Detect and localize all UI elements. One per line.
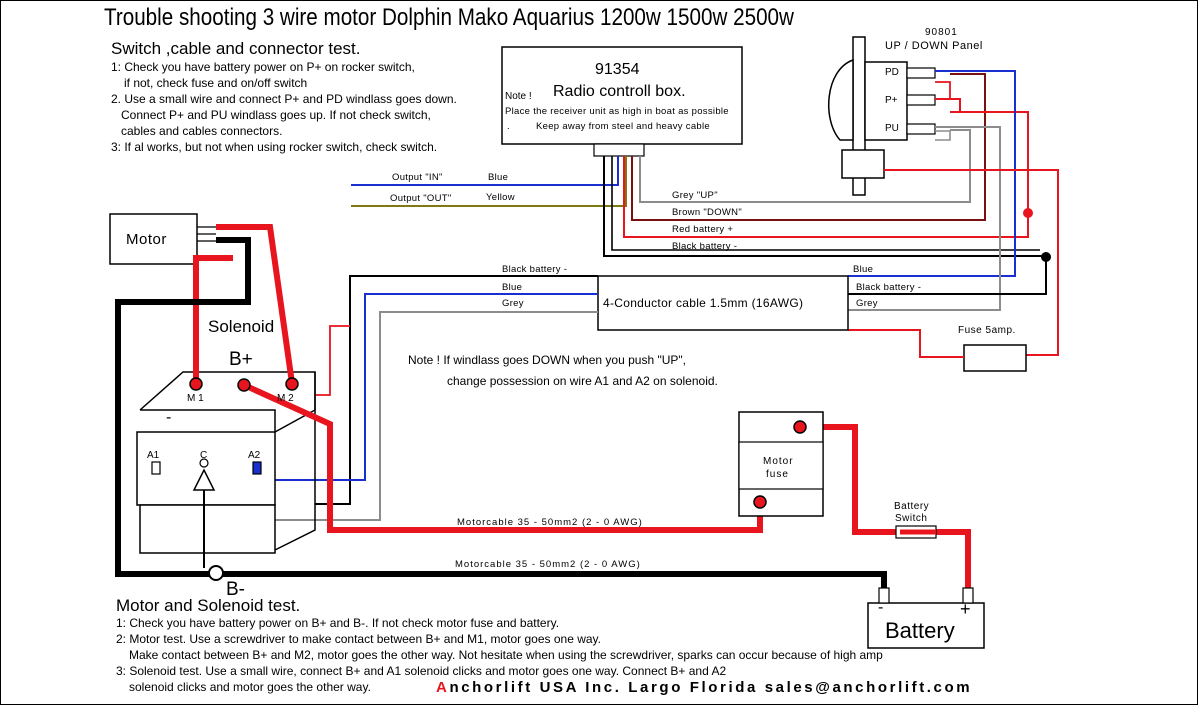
solenoid-m1-label: M 1	[187, 393, 204, 404]
wire-cable-black	[315, 275, 598, 505]
wire-output-out-yellow	[351, 156, 627, 207]
cable-right-label: Grey	[856, 298, 878, 309]
panel-terminal-pplus: P+	[885, 95, 898, 106]
motor-test-heading: Motor and Solenoid test.	[116, 596, 301, 615]
motor-fuse-to-switch	[800, 424, 900, 535]
solenoid-c-label: C	[200, 450, 208, 461]
motor-test-line: 1: Check you have battery power on B+ an…	[116, 616, 560, 630]
motorcable-label: Motorcable 35 - 50mm2 (2 - 0 AWG)	[455, 559, 641, 570]
battery-plus-label: +	[960, 599, 971, 619]
label-output-in: Output "IN"	[392, 172, 443, 183]
battery-label: Battery	[885, 618, 955, 643]
label-output-out-color: Yellow	[486, 192, 515, 203]
switch-test-heading: Switch ,cable and connector test.	[111, 39, 361, 58]
motor-test-line: solenoid clicks and motor goes the other…	[129, 680, 371, 694]
wire-black-battery	[603, 156, 1046, 257]
rocker-switch-knob	[828, 58, 854, 141]
battery-switch-label: Battery	[894, 501, 930, 512]
motor-cable-black	[115, 237, 887, 588]
four-conductor-cable	[597, 275, 849, 331]
fuse-5amp	[963, 344, 1027, 372]
label-red-battery: Red battery +	[672, 224, 734, 235]
battery-body	[867, 602, 985, 649]
radio-box-name: Radio controll box.	[553, 83, 686, 100]
switch-test-line: 1: Check you have battery power on P+ on…	[111, 60, 415, 74]
solenoid-label: Solenoid	[208, 317, 275, 336]
cable-left-label: Blue	[502, 282, 523, 293]
cable-left-label: Grey	[502, 298, 524, 309]
wire-red-battery	[623, 111, 1029, 238]
label-grey-up: Grey "UP"	[672, 190, 718, 201]
note-line: change possession on wire A1 and A2 on s…	[447, 374, 718, 388]
solenoid-m2-label: M 2	[277, 393, 294, 404]
switch-test-line: Connect P+ and PU windlass goes up. If n…	[121, 108, 431, 122]
footer-first-letter: A	[436, 679, 450, 696]
motor-label: Motor	[126, 231, 167, 248]
motor-cable-m2	[216, 224, 295, 384]
motor-test-line: Make contact between B+ and M2, motor go…	[129, 648, 883, 662]
label-output-out: Output "OUT"	[390, 193, 452, 204]
switch-test-line: if not, check fuse and on/off switch	[124, 76, 308, 90]
solenoid-a1-label: A1	[147, 450, 160, 461]
battery-switch-label: Switch	[895, 513, 928, 524]
cable-right-label: Black battery -	[856, 282, 922, 293]
switch-test-line: cables and cables connectors.	[121, 124, 283, 138]
label-output-in-color: Blue	[488, 172, 509, 183]
solenoid-bplus-label: B+	[229, 349, 253, 370]
cable-label: 4-Conductor cable 1.5mm (16AWG)	[603, 296, 804, 310]
radio-box-connector	[593, 143, 645, 157]
motor-cable-m1	[193, 255, 233, 383]
radio-box-part-number: 91354	[595, 61, 640, 78]
page-title: Trouble shooting 3 wire motor Dolphin Ma…	[104, 4, 794, 31]
motor-fuse-label: fuse	[766, 469, 789, 480]
solenoid-a2-label: A2	[248, 450, 261, 461]
label-black-battery: Black battery -	[672, 241, 738, 252]
wire-brown-down	[631, 73, 986, 221]
fuse-5amp-label: Fuse 5amp.	[958, 325, 1016, 336]
panel-terminal-block	[864, 61, 908, 141]
footer-rest: nchorlift USA Inc. Largo Florida sales@a…	[449, 679, 973, 696]
battery-minus-label: -	[878, 599, 884, 616]
motor-test-line: 2: Motor test. Use a screwdriver to make…	[116, 632, 602, 646]
radio-box-note-label: Note !	[505, 91, 532, 102]
panel-name: UP / DOWN Panel	[885, 40, 983, 52]
motorcable-label: Motorcable 35 - 50mm2 (2 - 0 AWG)	[457, 517, 643, 528]
battery-switch-to-plus	[936, 529, 971, 588]
radio-control-box	[501, 46, 743, 145]
wire-grey-up	[639, 129, 971, 203]
switch-test-line: 2. Use a small wire and connect P+ and P…	[111, 92, 457, 106]
panel-part-number: 90801	[925, 27, 958, 38]
radio-box-note: Keep away from steel and heavy cable	[536, 121, 710, 132]
solenoid-bminus-label: B-	[226, 579, 245, 600]
solenoid-minus-label: -	[166, 409, 172, 426]
cable-left-label: Black battery -	[502, 264, 568, 275]
radio-box-note: Place the receiver unit as high in boat …	[505, 106, 729, 117]
footer-company: Anchorlift USA Inc. Largo Florida sales@…	[436, 680, 972, 695]
motor-fuse-label: Motor	[763, 456, 794, 467]
wire-output-in-blue	[351, 156, 619, 186]
switch-test-line: 3: If al works, but not when using rocke…	[111, 140, 438, 154]
note-line: Note ! If windlass goes DOWN when you pu…	[408, 353, 686, 367]
label-brown-down: Brown "DOWN"	[672, 207, 742, 218]
panel-terminal-pd: PD	[885, 67, 899, 78]
radio-box-dot: .	[507, 121, 510, 132]
motor-cable-bplus	[242, 382, 763, 533]
solenoid	[136, 371, 316, 568]
cable-right-label: Blue	[853, 264, 874, 275]
motor-box	[109, 213, 198, 265]
panel-terminal-pu: PU	[885, 123, 899, 134]
motor-test-line: 3: Solenoid test. Use a small wire, conn…	[116, 664, 727, 678]
